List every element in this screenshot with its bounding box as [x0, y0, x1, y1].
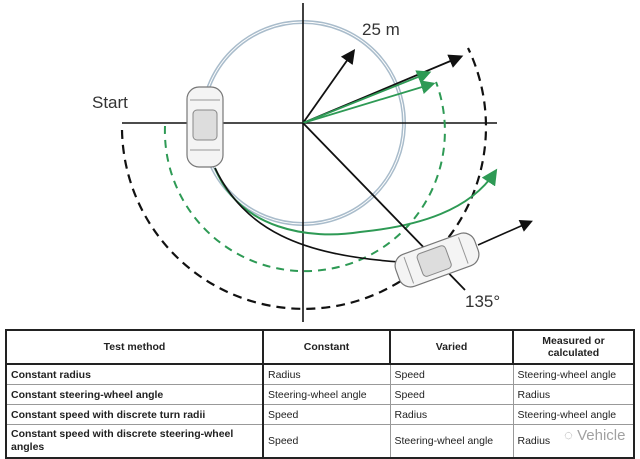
green-vector-arrow: [302, 80, 436, 124]
green-dashed-path: [163, 81, 446, 273]
black-dashed-path: [120, 47, 488, 310]
car-icon-end: [394, 232, 480, 288]
table-row: Constant steering-wheel angle Steering-w…: [5, 384, 635, 405]
watermark: ◌ Vehicle: [564, 427, 625, 444]
cell-constant: Steering-wheel angle: [262, 384, 391, 405]
cell-constant: Speed: [262, 424, 391, 459]
test-method-table: Test method Constant Varied Measured or …: [5, 329, 635, 459]
angle-label: 135°: [465, 292, 500, 311]
cell-measured: Radius: [512, 424, 635, 459]
black-solid-path: [214, 167, 401, 263]
radius-arrow: [302, 49, 356, 124]
skidpad-diagram: Start 25 m 135°: [92, 3, 533, 322]
watermark-text: Vehicle: [577, 427, 626, 444]
start-label: Start: [92, 93, 128, 112]
cell-measured: Radius: [512, 384, 635, 405]
table-header-row: Test method Constant Varied Measured or …: [5, 329, 635, 365]
exit-arrow: [477, 220, 533, 246]
radius-label: 25 m: [362, 20, 400, 39]
table-row: Constant radius Radius Speed Steering-wh…: [5, 363, 635, 385]
cell-method: Constant speed with discrete turn radii: [5, 404, 264, 425]
cell-constant: Radius: [262, 363, 391, 385]
green-solid-path: [214, 167, 498, 236]
header-varied: Varied: [389, 329, 514, 365]
header-measured: Measured or calculated: [512, 329, 635, 365]
wechat-icon: ◌: [564, 427, 578, 444]
cell-varied: Speed: [389, 384, 514, 405]
header-test-method: Test method: [5, 329, 264, 365]
cell-varied: Steering-wheel angle: [389, 424, 514, 459]
cell-measured: Steering-wheel angle: [512, 404, 635, 425]
cell-varied: Speed: [389, 363, 514, 385]
cell-varied: Radius: [389, 404, 514, 425]
cell-constant: Speed: [262, 404, 391, 425]
cell-method: Constant speed with discrete steering-wh…: [5, 424, 264, 459]
cell-method: Constant radius: [5, 363, 264, 385]
header-constant: Constant: [262, 329, 391, 365]
cell-measured: Steering-wheel angle: [512, 363, 635, 385]
car-icon-start: [186, 86, 224, 168]
green-vector-arrow: [302, 70, 432, 124]
table-row: Constant speed with discrete steering-wh…: [5, 424, 635, 459]
cell-method: Constant steering-wheel angle: [5, 384, 264, 405]
table-row: Constant speed with discrete turn radii …: [5, 404, 635, 425]
